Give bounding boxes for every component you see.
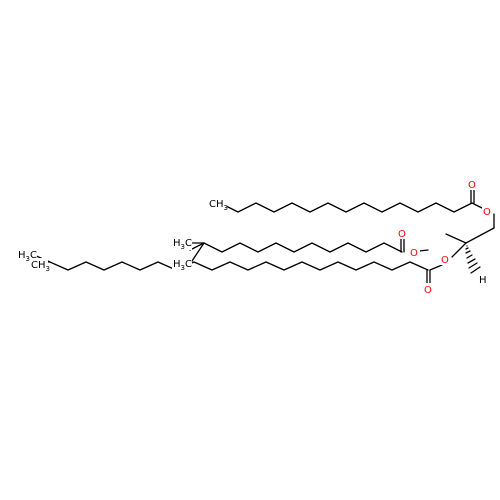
- glycerol-backbone: [445, 227, 495, 244]
- middle-branch-methyl-lower: H3C: [172, 257, 192, 272]
- middle-acyl-chain: [189, 242, 403, 253]
- svg-text:O: O: [468, 180, 476, 191]
- svg-text:H3C: H3C: [173, 238, 192, 251]
- bottom-carbonyl-oxygen: O: [423, 283, 434, 296]
- top-ester-oxygen: O: [482, 205, 493, 218]
- top-carbonyl-oxygen: O: [467, 178, 478, 191]
- svg-text:H3C: H3C: [18, 250, 37, 263]
- svg-text:CH3: CH3: [209, 199, 228, 212]
- svg-text:CH3: CH3: [31, 260, 50, 273]
- stereo-hashed-wedge: [465, 245, 481, 274]
- svg-text:O: O: [410, 248, 418, 259]
- sn2-oxygen-bond: [451, 242, 467, 258]
- top-acyl-chain: [219, 202, 473, 213]
- middle-ester-oxygen: O: [409, 246, 420, 259]
- svg-text:O: O: [398, 229, 406, 240]
- bottom-ester-o-bond: [429, 264, 443, 271]
- svg-text:O: O: [424, 285, 432, 296]
- svg-text:O: O: [483, 207, 491, 218]
- bottom-methyl-branch-label: CH3: [30, 258, 50, 273]
- middle-branch-methyl-upper: H3C: [172, 236, 192, 251]
- top-terminal-methyl-label: CH3: [209, 196, 228, 212]
- svg-text:H3C: H3C: [173, 259, 192, 272]
- top-ester-bond: [471, 202, 483, 209]
- bottom-acyl-chain: [33, 261, 429, 271]
- middle-carbonyl-oxygen: O: [397, 227, 408, 240]
- svg-text:H: H: [479, 275, 487, 286]
- middle-branch-bond-2: [189, 242, 205, 265]
- stereo-hydrogen-label: H: [478, 273, 487, 286]
- sn2-ester-oxygen: O: [440, 253, 451, 266]
- svg-text:O: O: [441, 255, 449, 266]
